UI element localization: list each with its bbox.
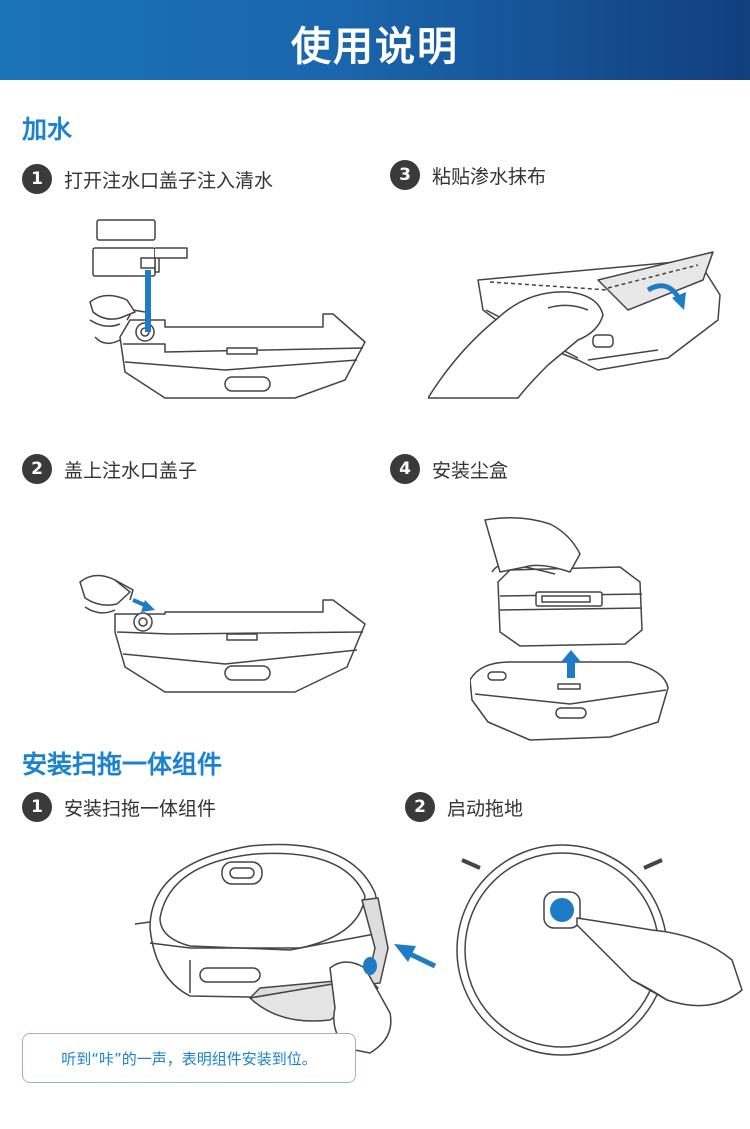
step-label: 打开注水口盖子注入清水 [64, 169, 274, 192]
step-mop-2: 2 启动拖地 [405, 792, 523, 822]
step-water-2: 2 盖上注水口盖子 [22, 454, 197, 484]
section-title-mop: 安装扫拖一体组件 [22, 750, 223, 779]
step-water-1: 1 打开注水口盖子注入清水 [22, 164, 273, 194]
step-label: 盖上注水口盖子 [64, 459, 198, 482]
illustration-attach-mop-cloth [428, 251, 721, 399]
illustration-close-water-cap [79, 574, 366, 693]
step-number-badge: 2 [405, 792, 435, 822]
install-note-box: 听到“咔”的一声，表明组件安装到位。 [22, 1033, 356, 1083]
illustration-install-dust-box [470, 517, 669, 741]
step-water-3: 3 粘贴渗水抹布 [390, 160, 546, 190]
step-label: 安装尘盒 [432, 459, 509, 482]
step-number-badge: 4 [390, 454, 420, 484]
step-number-badge: 2 [22, 454, 52, 484]
step-number-badge: 3 [390, 160, 420, 190]
step-number-badge: 1 [22, 792, 52, 822]
page-title: 使用说明 [291, 24, 459, 70]
step-label: 粘贴渗水抹布 [432, 165, 547, 188]
step-label: 启动拖地 [447, 797, 524, 820]
illustration-fill-water [89, 219, 366, 399]
page-header: 使用说明 [0, 0, 750, 80]
step-number-badge: 1 [22, 164, 52, 194]
step-label: 安装扫拖一体组件 [64, 797, 217, 820]
section-title-water: 加水 [22, 115, 73, 144]
step-water-4: 4 安装尘盒 [390, 454, 508, 484]
illustration-start-mopping [456, 844, 743, 1056]
step-mop-1: 1 安装扫拖一体组件 [22, 792, 216, 822]
illustration-install-mop-module [134, 843, 437, 1054]
install-note-text: 听到“咔”的一声，表明组件安装到位。 [61, 1049, 317, 1068]
